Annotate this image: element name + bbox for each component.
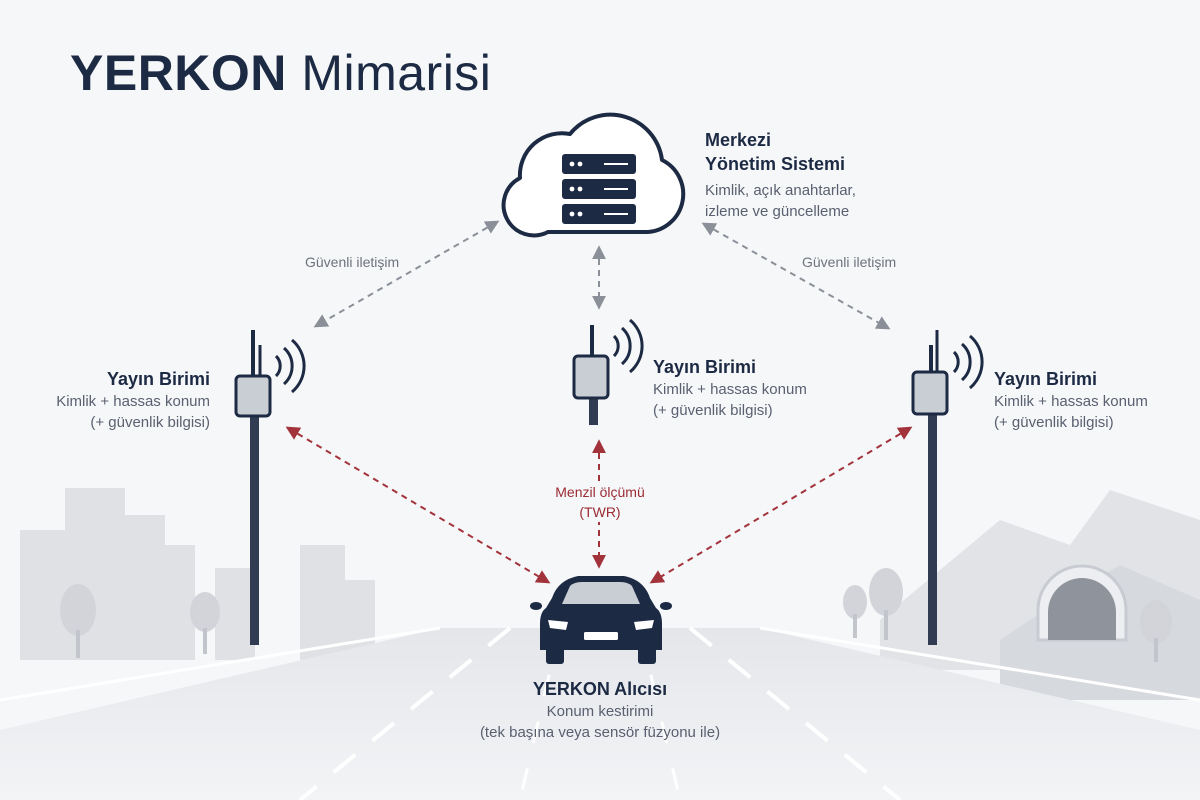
broadcast-unit-center-title: Yayın Birimi [653,357,757,377]
trees-left [60,584,220,658]
broadcast-unit-right-title: Yayın Birimi [994,369,1098,389]
central-system-desc-line1: Kimlik, açık anahtarlar, [705,182,856,199]
receiver-title: YERKON Alıcısı [532,679,668,699]
broadcast-unit-right-label: Yayın Birimi Kimlik + hassas konum (+ gü… [994,367,1148,433]
tunnel-icon [1036,564,1128,642]
secure-link-left [313,220,500,328]
broadcast-unit-right-icon [911,330,984,645]
car-icon [530,576,672,664]
receiver-label: YERKON Alıcısı Konum kestirimi (tek başı… [400,677,800,743]
broadcast-unit-left-desc-line2: (+ güvenlik bilgisi) [90,414,210,431]
secure-link-arrows [313,220,891,330]
broadcast-unit-left-icon [234,330,306,645]
broadcast-unit-left-title: Yayın Birimi [106,369,210,389]
broadcast-unit-right-desc-line2: (+ güvenlik bilgisi) [994,414,1114,431]
ranging-arrows [285,426,913,584]
broadcast-unit-center-label: Yayın Birimi Kimlik + hassas konum (+ gü… [653,355,807,421]
broadcast-unit-left-label: Yayın Birimi Kimlik + hassas konum (+ gü… [20,367,210,433]
central-system-title-line2: Yönetim Sistemi [705,154,846,174]
broadcast-unit-left-desc-line1: Kimlik + hassas konum [56,393,210,410]
ranging-label: Menzil ölçümü (TWR) [520,482,680,522]
cloud-server-icon [501,112,686,238]
title-light: Mimarisi [301,45,492,101]
broadcast-unit-center-desc-line1: Kimlik + hassas konum [653,381,807,398]
page-title: YERKON Mimarisi [70,44,491,102]
ranging-link-right [649,426,913,584]
broadcast-unit-center-desc-line2: (+ güvenlik bilgisi) [653,402,773,419]
city-skyline [20,488,375,660]
receiver-desc-line1: Konum kestirimi [546,703,654,720]
secure-link-left-label: Güvenli iletişim [305,254,400,270]
receiver-desc-line2: (tek başına veya sensör füzyonu ile) [479,724,721,741]
central-system-title-line1: Merkezi [705,130,772,150]
secure-link-right [701,222,891,330]
central-system-desc-line2: izleme ve güncelleme [705,203,850,220]
broadcast-unit-center-icon [572,318,644,425]
secure-link-right-label: Güvenli iletişim [802,254,897,270]
ranging-label-line1: Menzil ölçümü [555,484,645,500]
ranging-label-line2: (TWR) [579,504,621,520]
road [0,626,1200,800]
title-bold: YERKON [70,45,287,101]
central-system-label: Merkezi Yönetim Sistemi Kimlik, açık ana… [705,128,856,222]
broadcast-unit-right-desc-line1: Kimlik + hassas konum [994,393,1148,410]
